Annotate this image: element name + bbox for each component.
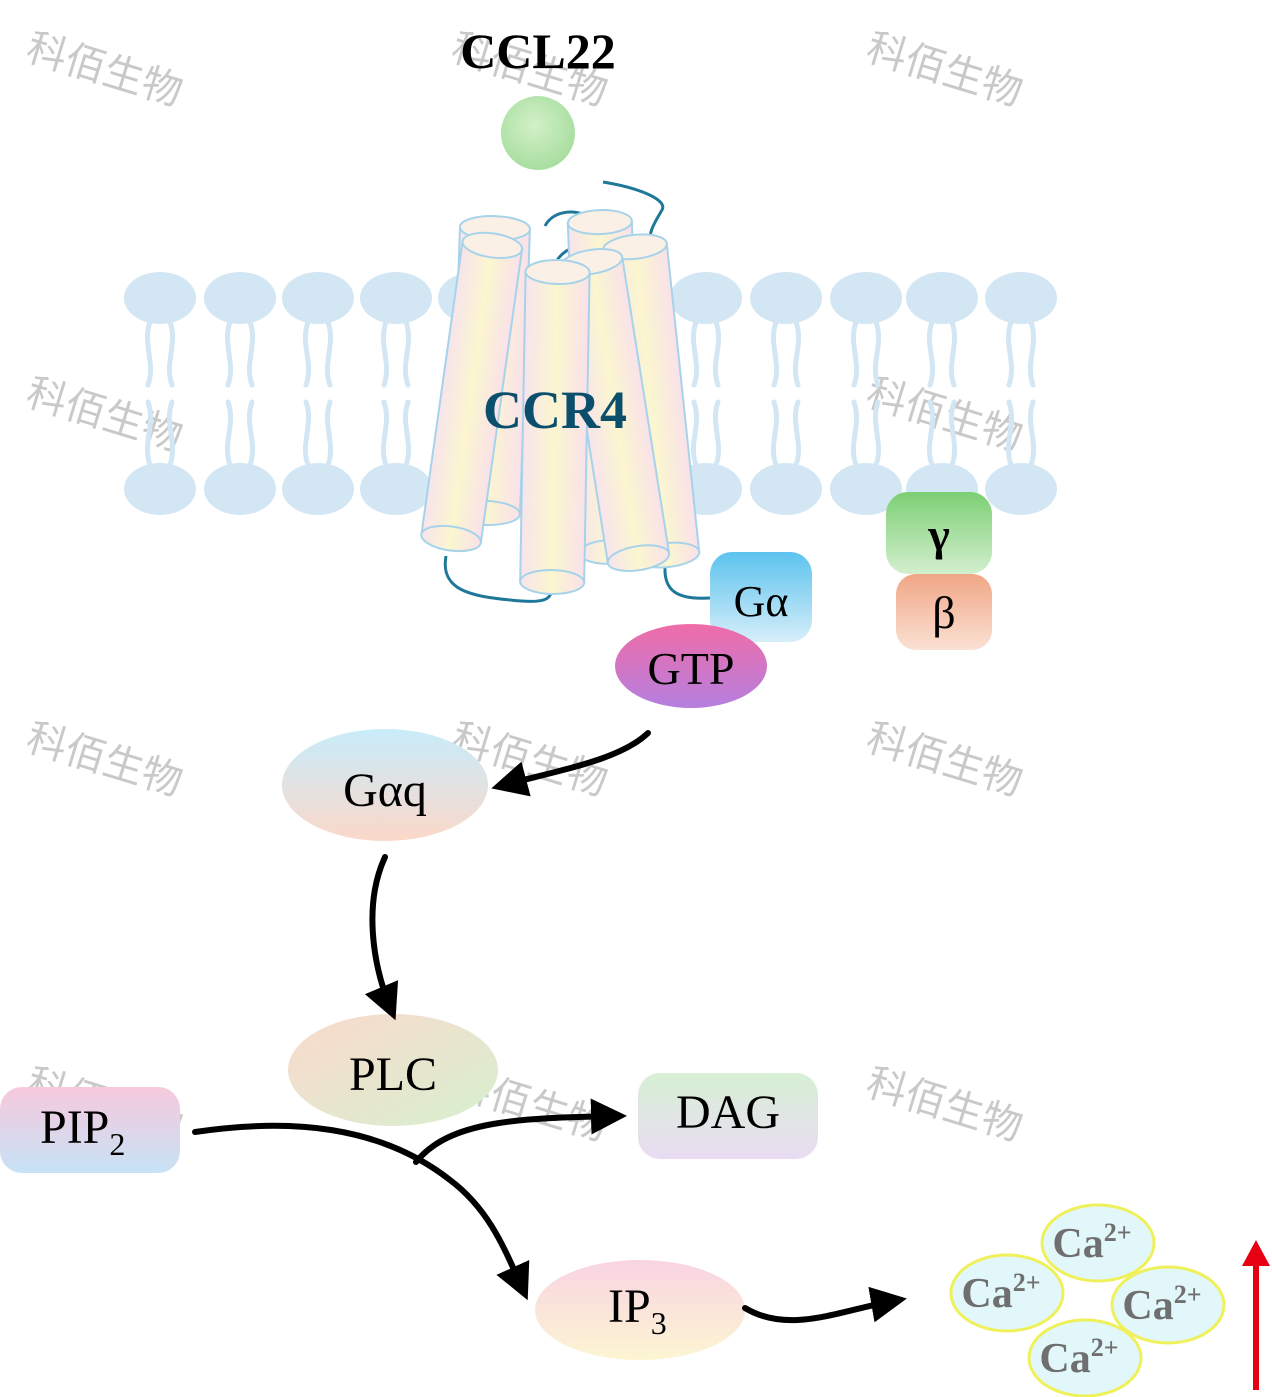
watermark-text: 科佰生物: [861, 1060, 1027, 1151]
watermark-text: 科佰生物: [21, 25, 187, 116]
gtp-node: [615, 624, 767, 708]
ip3-subscript: 3: [651, 1305, 667, 1341]
arrow-pip2-to-ip3: [192, 1122, 530, 1301]
plc-node: [288, 1014, 498, 1126]
calcium-label: Ca2+: [961, 1268, 1040, 1317]
dag-node: [638, 1073, 818, 1159]
pip2-label: PIP2: [40, 1101, 125, 1162]
ccr4-label: CCR4: [483, 380, 627, 440]
lipid-pair: [830, 272, 902, 515]
calcium-increase-arrow: [1242, 1240, 1270, 1390]
gtp-label: GTP: [648, 643, 735, 694]
pip2-subscript: 2: [109, 1126, 125, 1162]
calcium-ion: Ca2+: [1040, 1203, 1156, 1283]
calcium-label: Ca2+: [1122, 1280, 1201, 1329]
calcium-charge: 2+: [1104, 1218, 1132, 1247]
ccl22-ligand: [501, 96, 575, 170]
pathway-arrows: [192, 730, 907, 1324]
watermark-text: 科佰生物: [861, 25, 1027, 116]
ip3-node: [535, 1260, 745, 1360]
watermark-text: 科佰生物: [861, 715, 1027, 806]
g-alpha-label: Gα: [734, 577, 789, 626]
calcium-charge: 2+: [1091, 1333, 1119, 1362]
gaq-label: Gαq: [343, 764, 427, 817]
pip2-node: [0, 1087, 180, 1173]
calcium-charge: 2+: [1013, 1268, 1041, 1297]
lipid-pair: [204, 272, 276, 515]
gaq-node: [282, 729, 488, 841]
plc-label: PLC: [349, 1048, 437, 1101]
calcium-base: Ca: [1052, 1221, 1103, 1267]
cell-membrane: [124, 272, 1057, 515]
pip2-base: PIP: [40, 1101, 109, 1154]
arrow-gaq-to-plc: [364, 854, 399, 1021]
calcium-base: Ca: [1122, 1283, 1173, 1329]
ip3-base: IP: [608, 1280, 651, 1333]
lipid-pair: [124, 272, 196, 515]
calcium-ion: Ca2+: [1110, 1265, 1226, 1345]
g-gamma-label: γ: [927, 509, 950, 560]
g-alpha-subunit: [710, 552, 812, 642]
g-gamma-subunit: [886, 492, 992, 574]
dag-label: DAG: [676, 1086, 780, 1139]
arrow-gtp-to-gaq: [491, 730, 651, 797]
calcium-ion: Ca2+: [1027, 1318, 1143, 1397]
calcium-label: Ca2+: [1039, 1333, 1118, 1382]
calcium-label: Ca2+: [1052, 1218, 1131, 1267]
watermark-text: 科佰生物: [861, 370, 1027, 461]
lipid-pair: [360, 272, 432, 515]
calcium-charge: 2+: [1174, 1280, 1202, 1309]
ccr4-receptor: [420, 209, 701, 595]
ccl22-label: CCL22: [460, 23, 616, 79]
g-beta-subunit: [896, 574, 992, 650]
calcium-ions: Ca2+Ca2+Ca2+Ca2+: [949, 1203, 1226, 1397]
calcium-ion: Ca2+: [949, 1253, 1065, 1333]
calcium-base: Ca: [1039, 1336, 1090, 1382]
lipid-pair: [750, 272, 822, 515]
lipid-pair: [985, 272, 1057, 515]
calcium-base: Ca: [961, 1271, 1012, 1317]
ip3-label: IP3: [608, 1280, 667, 1341]
g-beta-label: β: [932, 587, 955, 638]
arrow-to-dag: [413, 1098, 627, 1165]
watermark-text: 科佰生物: [21, 715, 187, 806]
arrow-ip3-to-calcium: [742, 1286, 907, 1324]
lipid-pair: [282, 272, 354, 515]
watermark-text: 科佰生物: [21, 370, 187, 461]
